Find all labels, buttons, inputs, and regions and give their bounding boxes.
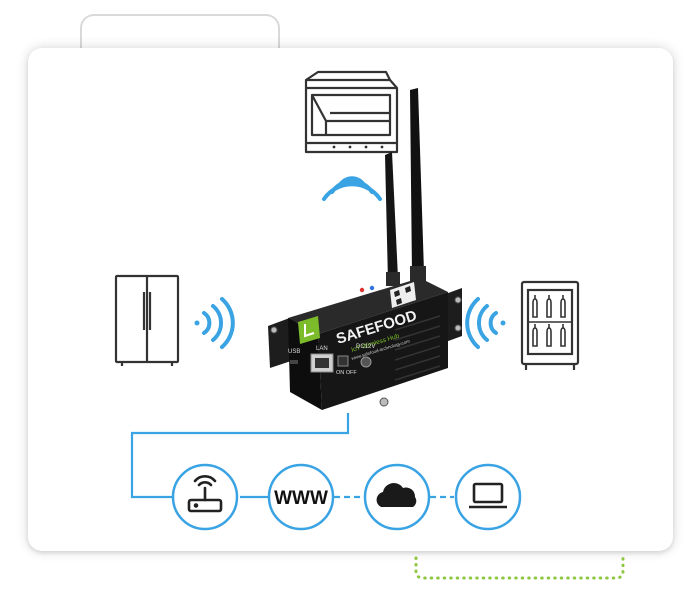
internet-node: WWW [267, 463, 335, 531]
wifi-signal-icon-right [465, 297, 506, 349]
port-lan-label: LAN [316, 346, 328, 352]
wifi-signal-icon-top [322, 176, 382, 201]
dc-port [360, 356, 372, 368]
wine-cooler-icon [520, 280, 580, 370]
dotted-bracket-line [414, 556, 625, 580]
refrigerator-icon [114, 274, 180, 366]
cloud-node [363, 463, 431, 531]
port-power-switch-label: ON OFF [336, 370, 357, 376]
safefood-logo-icon [298, 316, 320, 344]
power-switch [337, 355, 349, 367]
port-usb-label: USB [288, 349, 300, 355]
usb-port [290, 360, 298, 364]
qr-code-icon [390, 282, 416, 308]
wine-bottles [528, 295, 572, 347]
background-tab-outline [80, 14, 280, 74]
wifi-signal-icon-left [194, 297, 235, 349]
iot-hub-device: SAFEFOOD IoT Wireless Hub www.safefood-t… [268, 88, 462, 410]
router-icon [187, 475, 223, 513]
www-icon: WWW [274, 488, 328, 509]
network-connection-lines [130, 413, 454, 499]
antenna-icon [385, 88, 426, 286]
display-case-dots [332, 145, 384, 149]
router-node [171, 463, 239, 531]
cloud-icon [376, 483, 417, 507]
laptop-node [454, 463, 522, 531]
port-dc-label: DC12V [356, 344, 375, 350]
laptop-icon [469, 482, 507, 509]
display-case-icon [304, 70, 399, 154]
